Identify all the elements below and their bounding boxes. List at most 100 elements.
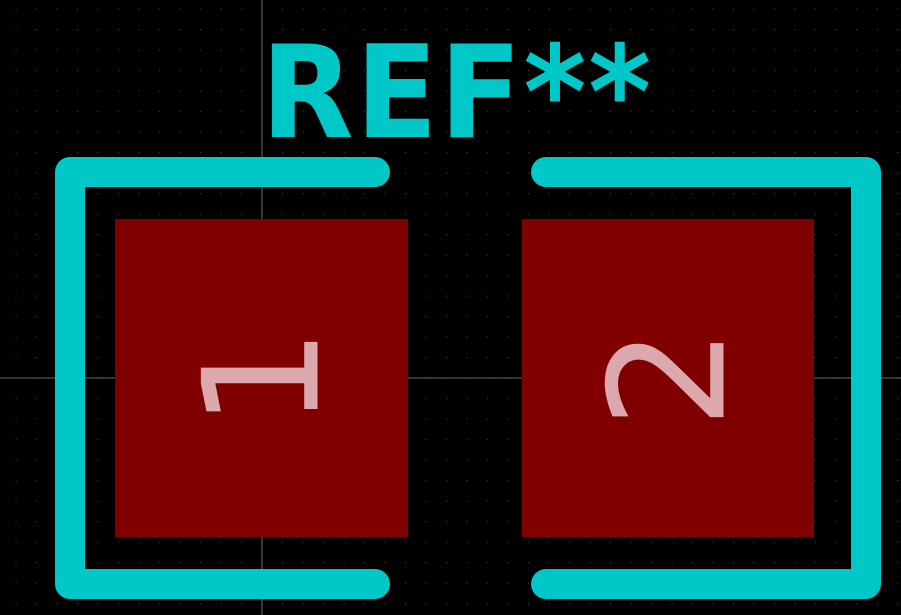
grid-dot (630, 152, 632, 154)
grid-dot (507, 111, 509, 113)
grid-dot (118, 70, 120, 72)
grid-dot (507, 521, 509, 523)
reference-designator[interactable]: REF** (261, 19, 653, 168)
grid-dot (692, 49, 694, 51)
grid-dot (179, 111, 181, 113)
grid-dot (118, 213, 120, 215)
grid-dot (897, 500, 899, 502)
grid-dot (507, 8, 509, 10)
grid-dot (835, 234, 837, 236)
grid-dot (487, 70, 489, 72)
grid-dot (302, 193, 304, 195)
grid-dot (179, 562, 181, 564)
grid-dot (77, 49, 79, 51)
grid-dot (671, 29, 673, 31)
grid-dot (487, 172, 489, 174)
grid-dot (466, 459, 468, 461)
grid-dot (548, 541, 550, 543)
grid-dot (733, 8, 735, 10)
grid-dot (36, 418, 38, 420)
grid-dot (835, 111, 837, 113)
grid-dot (733, 49, 735, 51)
grid-dot (671, 193, 673, 195)
grid-dot (815, 213, 817, 215)
grid-dot (200, 49, 202, 51)
grid-dot (835, 295, 837, 297)
grid-dot (200, 90, 202, 92)
grid-dot (815, 500, 817, 502)
grid-dot (425, 562, 427, 564)
grid-dot (528, 49, 530, 51)
grid-dot (159, 213, 161, 215)
grid-dot (548, 8, 550, 10)
grid-dot (610, 152, 612, 154)
grid-dot (610, 29, 612, 31)
grid-dot (323, 213, 325, 215)
grid-dot (138, 193, 140, 195)
grid-dot (897, 316, 899, 318)
pad-1-copper[interactable] (115, 219, 408, 537)
grid-dot (815, 8, 817, 10)
grid-dot (774, 213, 776, 215)
grid-dot (569, 213, 571, 215)
pad-1[interactable]: 1 (115, 219, 408, 537)
grid-dot (302, 541, 304, 543)
grid-dot (282, 562, 284, 564)
grid-dot (712, 193, 714, 195)
grid-dot (815, 398, 817, 400)
grid-dot (794, 131, 796, 133)
grid-dot (630, 29, 632, 31)
grid-dot (282, 29, 284, 31)
grid-dot (179, 131, 181, 133)
grid-dot (159, 131, 161, 133)
grid-dot (692, 111, 694, 113)
grid-dot (507, 275, 509, 277)
grid-dot (241, 562, 243, 564)
grid-dot (241, 193, 243, 195)
grid-dot (425, 152, 427, 154)
grid-dot (425, 480, 427, 482)
grid-dot (487, 275, 489, 277)
grid-dot (425, 459, 427, 461)
grid-dot (569, 562, 571, 564)
grid-dot (282, 152, 284, 154)
grid-dot (835, 439, 837, 441)
grid-dot (507, 603, 509, 605)
grid-dot (487, 541, 489, 543)
grid-dot (384, 29, 386, 31)
grid-dot (753, 193, 755, 195)
grid-dot (466, 90, 468, 92)
grid-dot (343, 8, 345, 10)
grid-dot (671, 562, 673, 564)
grid-dot (589, 603, 591, 605)
grid-dot (466, 193, 468, 195)
grid-dot (897, 152, 899, 154)
grid-dot (487, 295, 489, 297)
grid-dot (815, 295, 817, 297)
grid-dot (384, 49, 386, 51)
grid-dot (466, 70, 468, 72)
grid-dot (507, 316, 509, 318)
grid-dot (118, 8, 120, 10)
grid-dot (466, 213, 468, 215)
grid-dot (569, 29, 571, 31)
pad-2-copper[interactable] (522, 219, 814, 537)
grid-dot (897, 90, 899, 92)
grid-dot (794, 90, 796, 92)
grid-dot (343, 131, 345, 133)
grid-dot (507, 70, 509, 72)
grid-dot (630, 213, 632, 215)
grid-dot (466, 418, 468, 420)
grid-dot (343, 152, 345, 154)
grid-dot (651, 70, 653, 72)
pad-2[interactable]: 2 (522, 219, 814, 537)
grid-dot (15, 70, 17, 72)
grid-dot (548, 90, 550, 92)
grid-dot (815, 49, 817, 51)
grid-dot (794, 49, 796, 51)
grid-dot (446, 70, 448, 72)
grid-dot (815, 193, 817, 195)
grid-dot (15, 193, 17, 195)
grid-dot (405, 213, 407, 215)
